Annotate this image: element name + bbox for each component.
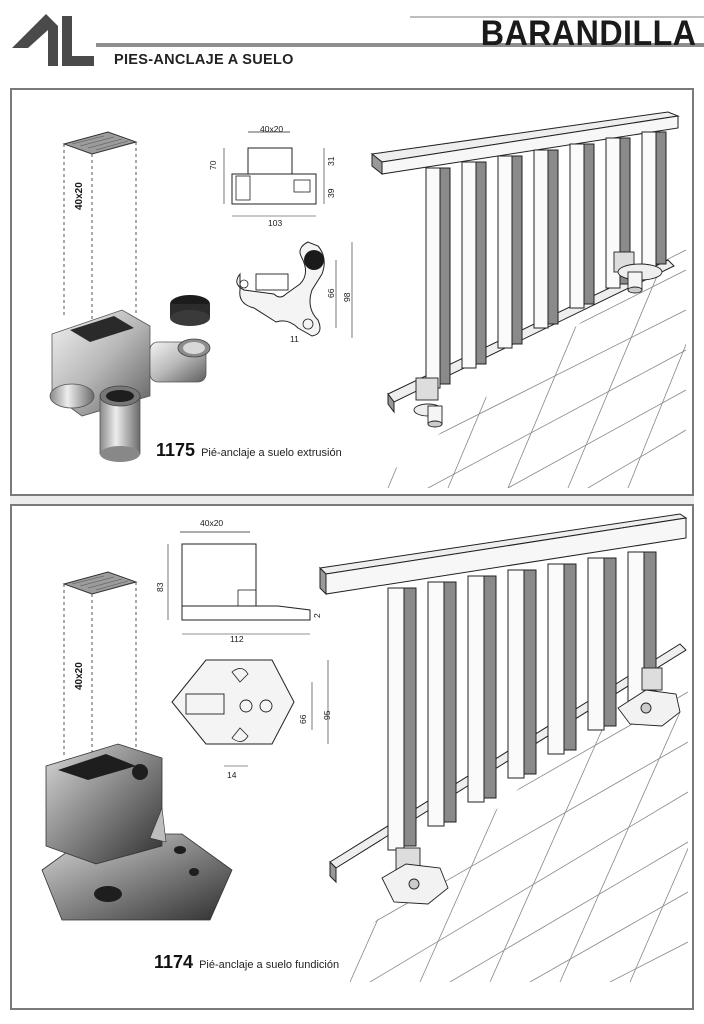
dim-base-length: 103 bbox=[268, 218, 283, 228]
product-caption-1174: 1174 Pié-anclaje a suelo fundición bbox=[154, 952, 339, 973]
technical-drawing-elevation bbox=[167, 531, 311, 635]
dim-plate: 11 bbox=[290, 334, 299, 344]
floor-anchor-back bbox=[617, 667, 681, 727]
header-rule bbox=[96, 43, 704, 47]
product-caption-1175: 1175 Pié-anclaje a suelo extrusión bbox=[156, 440, 342, 461]
product-section-1174: 40x20 40x20 83 112 2 66 95 14 bbox=[12, 506, 692, 1008]
profile-size-label: 40x20 bbox=[74, 182, 85, 210]
dim-top-width: 40x20 bbox=[260, 124, 284, 134]
page-subtitle: PIES-ANCLAJE A SUELO bbox=[114, 52, 294, 68]
dim-upper-part: 31 bbox=[326, 156, 336, 166]
product-photo-1174 bbox=[41, 743, 233, 921]
dim-height: 70 bbox=[208, 160, 218, 170]
product-code: 1175 bbox=[156, 440, 196, 460]
dim-height: 83 bbox=[155, 582, 165, 592]
al-logo-icon bbox=[12, 14, 94, 66]
floor-anchor-front bbox=[381, 847, 449, 905]
technical-drawing-plan bbox=[171, 659, 329, 767]
profile-tube-illustration bbox=[62, 131, 138, 324]
dim-hole-offset: 14 bbox=[227, 770, 237, 780]
dim-plan-total: 98 bbox=[342, 292, 352, 302]
dim-plan-width: 66 bbox=[326, 288, 336, 298]
page-title: BARANDILLA bbox=[480, 14, 696, 53]
profile-size-label: 40x20 bbox=[74, 662, 85, 690]
dim-lower-part: 39 bbox=[326, 188, 336, 198]
profile-tube-illustration bbox=[62, 571, 138, 764]
technical-drawing-plan bbox=[236, 241, 353, 338]
floor-anchor-back bbox=[613, 251, 663, 294]
page-header: BARANDILLA PIES-ANCLAJE A SUELO bbox=[0, 0, 704, 78]
technical-drawing-elevation bbox=[223, 131, 325, 217]
railing-illustration-1174 bbox=[310, 513, 688, 982]
floor-anchor-front bbox=[413, 377, 443, 428]
dim-base-length: 112 bbox=[230, 634, 244, 644]
product-photo-1175 bbox=[49, 295, 211, 462]
section-separator bbox=[10, 494, 694, 506]
railing-illustration-1175 bbox=[368, 111, 686, 490]
product-description: Pié-anclaje a suelo fundición bbox=[199, 959, 340, 971]
product-description: Pié-anclaje a suelo extrusión bbox=[201, 447, 342, 459]
product-code: 1174 bbox=[154, 952, 194, 972]
header-rule-top bbox=[410, 16, 704, 18]
product-section-1175: 40x20 40x20 70 31 39 103 66 98 11 bbox=[12, 90, 692, 494]
dim-plan-width: 66 bbox=[298, 714, 308, 724]
dim-top-width: 40x20 bbox=[200, 518, 224, 528]
